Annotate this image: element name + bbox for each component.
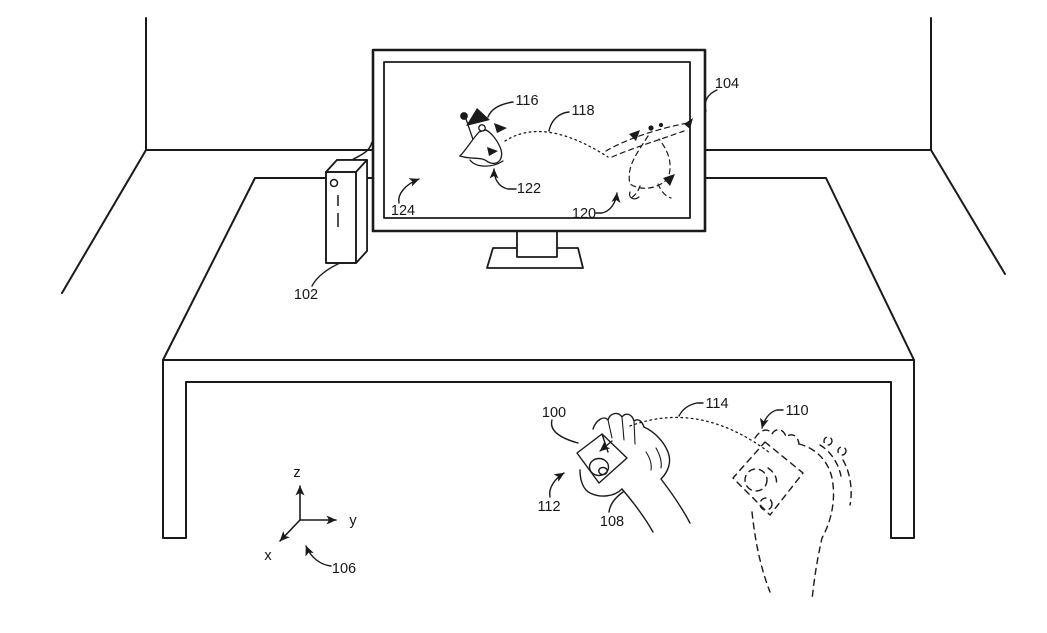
reference-numerals: 116 118 122 120 124 104 102 100 112 108 … bbox=[294, 76, 809, 577]
ref-label-100: 100 bbox=[542, 405, 566, 421]
thumb-tip bbox=[588, 457, 610, 477]
leader-arrow-106 bbox=[305, 545, 332, 567]
leader-lines bbox=[305, 89, 784, 567]
ref-label-114: 114 bbox=[705, 396, 728, 412]
ref-label-112: 112 bbox=[537, 499, 560, 515]
y-axis-label: y bbox=[349, 513, 357, 529]
ref-label-106: 106 bbox=[332, 561, 356, 577]
ghost-cube bbox=[732, 441, 804, 516]
knuckle-shading bbox=[645, 447, 662, 471]
ghost-finger-2 bbox=[842, 459, 852, 506]
wrist-lower-line bbox=[621, 488, 654, 533]
onscreen-trajectory-arc bbox=[504, 130, 609, 158]
wizard-avatar bbox=[458, 108, 507, 167]
console-device bbox=[325, 159, 368, 264]
ref-label-116: 116 bbox=[515, 93, 538, 109]
leader-116 bbox=[487, 101, 514, 118]
ghost-leg-right bbox=[657, 183, 672, 199]
ghost-thumb-curve bbox=[767, 467, 778, 486]
fingers-over-cube bbox=[592, 412, 645, 430]
ghost-leg-left bbox=[628, 185, 641, 200]
ghost-thumb-tip bbox=[744, 468, 768, 492]
ref-label-102: 102 bbox=[294, 287, 318, 303]
staff-orb bbox=[460, 112, 468, 120]
ghost-fingers-over-cube bbox=[754, 429, 800, 445]
ref-label-124: 124 bbox=[391, 203, 415, 219]
ghost-wizard-avatar bbox=[605, 118, 693, 200]
leader-arrow-110 bbox=[759, 409, 784, 429]
ghost-head-accent bbox=[648, 125, 654, 131]
cube-orientation-arrow bbox=[599, 440, 613, 452]
monitor-stand-neck bbox=[516, 229, 558, 258]
ghost-tip-accent bbox=[684, 118, 693, 129]
ref-label-110: 110 bbox=[785, 403, 808, 419]
screen-content bbox=[458, 108, 693, 200]
ref-label-108: 108 bbox=[600, 514, 624, 530]
leader-108 bbox=[608, 491, 624, 513]
ghost-wrist-left bbox=[751, 511, 771, 593]
wizard-hand-accent bbox=[494, 123, 507, 133]
ghost-palm-outline bbox=[798, 443, 835, 601]
ref-label-120: 120 bbox=[572, 206, 596, 222]
display-screen bbox=[383, 61, 691, 219]
ghost-hand bbox=[732, 429, 852, 601]
ghost-thumb-nail bbox=[759, 497, 773, 511]
console-cable bbox=[351, 141, 373, 161]
axis-triad bbox=[279, 485, 337, 542]
console-side-face bbox=[355, 159, 368, 264]
leader-arrow-122 bbox=[489, 168, 517, 190]
table-front-and-legs bbox=[162, 359, 915, 539]
z-axis-label: z bbox=[293, 465, 300, 481]
ref-label-104: 104 bbox=[715, 76, 739, 92]
x-axis-arrow bbox=[279, 519, 301, 542]
palm-outline bbox=[643, 426, 691, 524]
monitor bbox=[371, 48, 707, 269]
ghost-fingertip-2 bbox=[837, 446, 847, 456]
x-axis-label: x bbox=[264, 548, 272, 564]
wizard-hat bbox=[466, 108, 490, 126]
ghost-robe-body bbox=[628, 135, 671, 189]
leader-arrow-112 bbox=[549, 472, 565, 498]
wizard-belt-accent bbox=[487, 147, 498, 156]
leader-118 bbox=[548, 111, 570, 132]
finger-separations bbox=[607, 416, 636, 445]
ghost-foot bbox=[629, 191, 640, 200]
ghost-hat-accent bbox=[658, 122, 664, 128]
hand-motion-arc bbox=[629, 416, 771, 454]
hand-with-controller bbox=[576, 412, 691, 533]
wizard-boot-flourish bbox=[469, 159, 504, 167]
console-front-face bbox=[325, 171, 357, 264]
wizard-cape bbox=[458, 129, 503, 164]
left-floor-edge bbox=[61, 149, 147, 294]
ghost-hand-accent-right bbox=[663, 174, 675, 186]
ghost-robe-top bbox=[611, 130, 685, 158]
leader-104 bbox=[704, 89, 718, 112]
leader-102 bbox=[311, 262, 341, 287]
ghost-finger-1 bbox=[819, 444, 842, 477]
right-floor-edge bbox=[930, 149, 1006, 275]
leader-arrow-124 bbox=[398, 178, 420, 204]
leader-114 bbox=[678, 402, 704, 417]
ghost-arm-line bbox=[605, 122, 689, 152]
leader-arrow-120 bbox=[595, 192, 621, 214]
ref-label-122: 122 bbox=[517, 181, 541, 197]
thumb-nail bbox=[598, 466, 608, 476]
thumb-base-curve bbox=[579, 469, 623, 497]
ghost-hand-accent-left bbox=[629, 130, 640, 141]
ghost-fingertip-1 bbox=[823, 436, 833, 446]
ref-label-118: 118 bbox=[571, 103, 594, 119]
leader-100 bbox=[550, 419, 579, 444]
console-power-light bbox=[329, 178, 339, 188]
